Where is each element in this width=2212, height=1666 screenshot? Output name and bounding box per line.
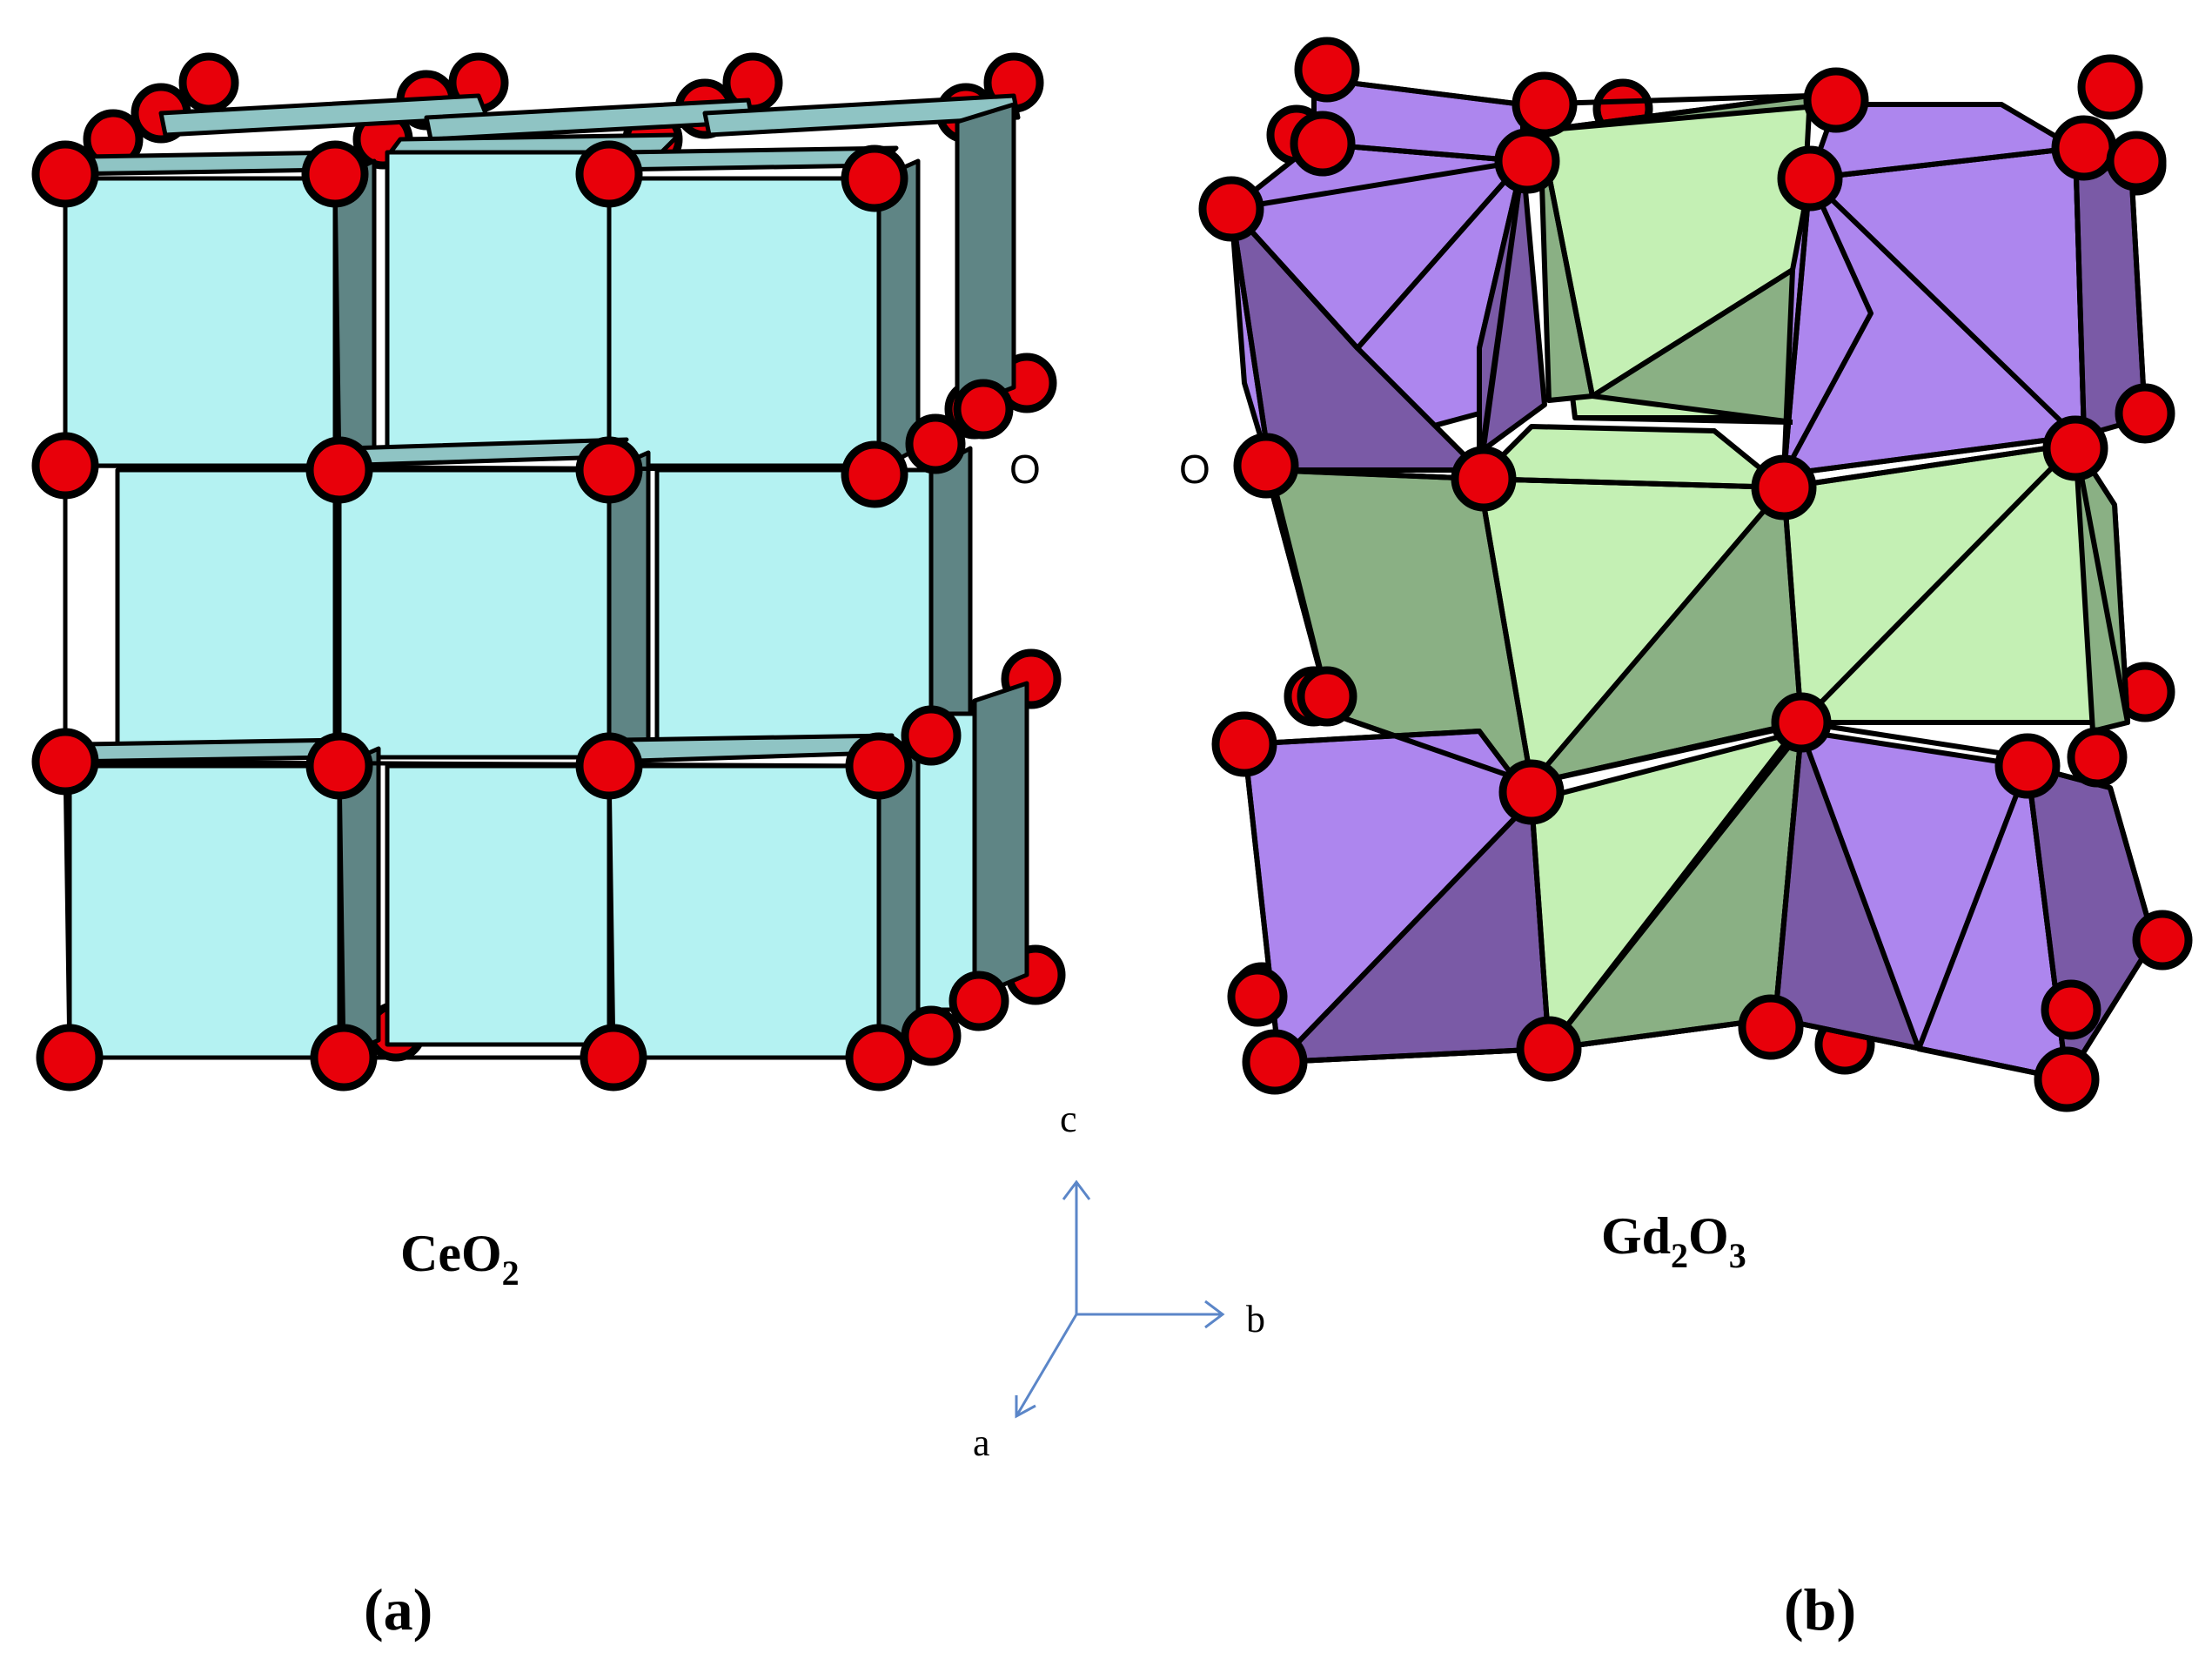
ceo2-cube-face [385,150,616,460]
ceo2-structure [31,52,1066,1092]
panel-label-b: (b) [1784,1576,1856,1642]
ceo2-cube-face [63,176,338,468]
axis-label-c: c [1060,1098,1077,1140]
axis-label-a: a [973,1421,990,1464]
ceo2-cube-face [332,467,612,760]
ceo2-cube-face [385,763,616,1047]
crystal-axes [1015,1179,1225,1419]
ceo2-cube-face [115,467,342,760]
panel-label-a: (a) [364,1576,432,1642]
ceo2-cube-face [67,763,342,1060]
ceo2-cube-face [654,467,934,751]
gd2o3-front-atoms [1198,37,2193,1112]
formula-gd2o3: Gd2O3 [1601,1207,1746,1275]
ceo2-cube-face [607,763,881,1060]
axis-label-b: b [1246,1298,1265,1340]
ceo2-front-atoms [31,140,1014,1092]
oxygen-label-a: O [1009,447,1041,492]
ceo2-cube-face [607,176,881,468]
gd2o3-structure [1198,37,2193,1112]
formula-ceo2: CeO2 [400,1225,519,1293]
oxygen-label-b: O [1179,447,1210,492]
gd2o3-edges [1229,76,2156,1082]
